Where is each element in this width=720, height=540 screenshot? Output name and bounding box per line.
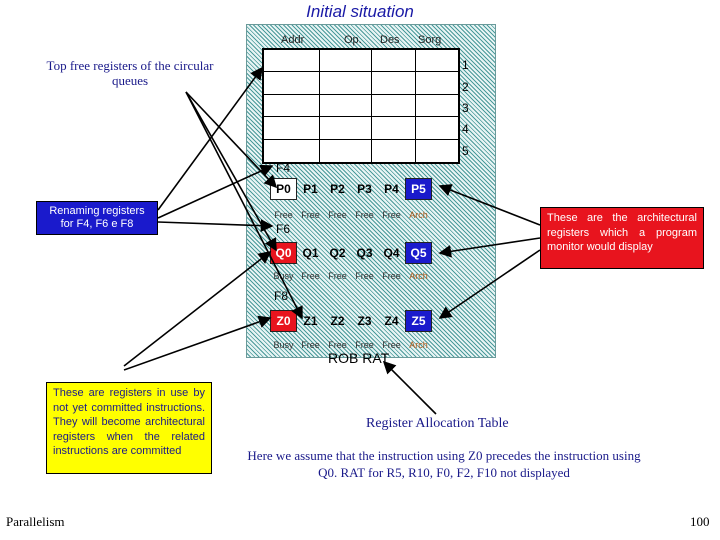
status-text: Free bbox=[274, 210, 293, 220]
register-cell: P5 bbox=[405, 178, 432, 200]
register-cell: Q2 bbox=[329, 246, 346, 260]
rob-row-number: 1 bbox=[462, 58, 469, 72]
register-cell: Z4 bbox=[384, 314, 399, 328]
status-text: Free bbox=[355, 271, 374, 281]
arrow-renaming-f6 bbox=[157, 219, 274, 233]
status-row-f4: Free Free Free Free Free Arch bbox=[270, 210, 432, 220]
status-row-f8: Busy Free Free Free Free Arch bbox=[270, 340, 432, 350]
status-text: Arch bbox=[409, 210, 428, 220]
queue-label-f8: F8 bbox=[274, 289, 289, 303]
register-cell: Z3 bbox=[357, 314, 372, 328]
register-cell: Z0 bbox=[270, 310, 297, 332]
rob-row-number: 5 bbox=[462, 144, 469, 158]
register-cell: Q4 bbox=[383, 246, 400, 260]
arrow-committed-z0 bbox=[123, 315, 272, 371]
status-text: Busy bbox=[273, 340, 294, 350]
arrow-renaming-rob bbox=[157, 66, 263, 211]
queue-f6: Q0 Q1 Q2 Q3 Q4 Q5 bbox=[270, 242, 432, 264]
arrow-committed-q0 bbox=[123, 251, 272, 367]
arrow-arch-z5 bbox=[438, 249, 541, 319]
annotation-architectural: These are the architectural registers wh… bbox=[540, 207, 704, 269]
arrow-top-free-f8 bbox=[185, 91, 303, 320]
status-text: Free bbox=[328, 271, 347, 281]
status-text: Free bbox=[382, 340, 401, 350]
rob-header-addr: Addr bbox=[281, 34, 305, 46]
rob-row-number: 2 bbox=[462, 80, 469, 94]
arrow-arch-p5 bbox=[438, 184, 541, 226]
rat-title: Register Allocation Table bbox=[366, 416, 509, 431]
register-cell: P4 bbox=[384, 182, 399, 196]
register-cell: Q5 bbox=[405, 242, 432, 264]
status-text: Arch bbox=[409, 340, 428, 350]
page-number: 100 bbox=[690, 514, 710, 529]
queue-f8: Z0 Z1 Z2 Z3 Z4 Z5 bbox=[270, 310, 432, 332]
annotation-assumption: Here we assume that the instruction usin… bbox=[247, 448, 641, 480]
arrow-arch-q5 bbox=[438, 237, 541, 258]
annotation-top-free: Top free registers of the circular queue… bbox=[46, 58, 214, 88]
rob-header-op: Op. bbox=[344, 34, 362, 46]
rob-header-des: Des bbox=[380, 34, 400, 46]
footer-left: Parallelism bbox=[6, 514, 65, 529]
annotation-renaming: Renaming registers for F4, F6 e F8 bbox=[36, 201, 158, 235]
status-row-f6: Busy Free Free Free Free Arch bbox=[270, 271, 432, 281]
rob-row-number: 3 bbox=[462, 101, 469, 115]
status-text: Free bbox=[328, 210, 347, 220]
register-cell: P2 bbox=[330, 182, 345, 196]
status-text: Free bbox=[355, 210, 374, 220]
status-text: Busy bbox=[273, 271, 294, 281]
register-cell: Z5 bbox=[405, 310, 432, 332]
status-text: Free bbox=[382, 210, 401, 220]
register-cell: Q3 bbox=[356, 246, 373, 260]
rob-table bbox=[262, 48, 460, 164]
register-cell: Z2 bbox=[330, 314, 345, 328]
status-text: Free bbox=[382, 271, 401, 281]
rob-rat-label: ROB RAT bbox=[328, 350, 390, 366]
rob-row-number: 4 bbox=[462, 122, 469, 136]
rob-header-sorg: Sorg bbox=[418, 34, 442, 46]
register-cell: Q1 bbox=[302, 246, 319, 260]
status-text: Free bbox=[328, 340, 347, 350]
status-text: Free bbox=[301, 340, 320, 350]
status-text: Free bbox=[301, 210, 320, 220]
status-text: Arch bbox=[409, 271, 428, 281]
queue-label-f4: F4 bbox=[276, 161, 291, 175]
arrow-rat-title bbox=[382, 360, 437, 415]
queue-f4: P0 P1 P2 P3 P4 P5 bbox=[270, 178, 432, 200]
queue-label-f6: F6 bbox=[276, 222, 291, 236]
status-text: Free bbox=[301, 271, 320, 281]
register-cell: Z1 bbox=[303, 314, 318, 328]
slide-title: Initial situation bbox=[306, 2, 414, 21]
arrow-renaming-f4 bbox=[157, 164, 274, 219]
register-cell: P1 bbox=[303, 182, 318, 196]
arrow-top-free-f4 bbox=[185, 91, 278, 189]
annotation-committed: These are registers in use by not yet co… bbox=[46, 382, 212, 474]
register-cell: P3 bbox=[357, 182, 372, 196]
status-text: Free bbox=[355, 340, 374, 350]
